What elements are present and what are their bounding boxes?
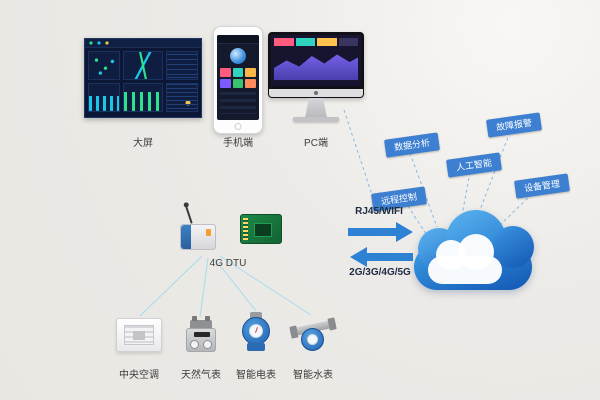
meter-face <box>249 324 263 338</box>
big-screen-label: 大屏 <box>133 138 153 149</box>
dtu-led <box>206 229 211 236</box>
dashboard-panel-lines <box>123 51 163 80</box>
electric-meter-label: 智能电表 <box>236 370 276 381</box>
monitor-base <box>293 117 339 122</box>
app-tile <box>232 68 244 77</box>
meter-head <box>242 317 270 345</box>
tag-data-analysis: 数据分析 <box>384 132 440 158</box>
gas-meter-dial <box>190 340 199 349</box>
cloud-highlight <box>428 256 502 284</box>
water-dial <box>301 328 324 351</box>
dtu-front-panel <box>181 225 191 249</box>
dashboard-panel-scatter <box>88 51 120 80</box>
antenna-icon <box>185 206 193 224</box>
downlink-arrow <box>350 247 413 267</box>
pcb-pins <box>243 218 248 240</box>
dashboard-panels <box>85 48 201 115</box>
mobile-phone <box>213 26 263 134</box>
monitor-kpi-tiles <box>271 35 361 48</box>
phone-home-button <box>234 123 242 130</box>
dashboard-panel-bars <box>88 83 120 112</box>
electric-meter-icon <box>241 312 271 352</box>
gateway-label: 4G DTU <box>209 258 247 269</box>
gas-meter-icon <box>186 316 216 352</box>
dashboard-panel-stats <box>166 83 198 112</box>
monitor-stand <box>305 98 327 118</box>
central-ac-label: 中央空调 <box>119 370 159 381</box>
wire-dtu-to-ac <box>139 255 203 317</box>
mobile-label: 手机端 <box>223 138 253 149</box>
water-meter-icon <box>289 316 337 352</box>
cloud-platform <box>410 208 538 296</box>
dashboard-panel-bars2 <box>123 83 163 112</box>
dashboard-panel-list <box>166 51 198 80</box>
phone-screen <box>217 35 259 120</box>
monitor-screen <box>271 35 361 86</box>
app-tile <box>220 68 231 77</box>
monitor-area-chart <box>274 54 358 80</box>
dash-pc-to-cloud <box>343 109 376 205</box>
big-screen-display <box>84 38 202 118</box>
phone-app-tiles <box>217 68 259 88</box>
dtu-device <box>180 206 220 254</box>
gas-meter-dial <box>203 340 212 349</box>
kpi-tile <box>274 38 294 46</box>
water-face <box>307 334 318 345</box>
pc-monitor <box>268 32 364 98</box>
ac-vent <box>124 325 154 345</box>
kpi-tile <box>338 38 358 46</box>
dash-fault-alarm <box>477 131 511 216</box>
monitor-chin <box>269 89 363 97</box>
app-tile <box>232 79 244 88</box>
dtu-body <box>180 224 216 250</box>
app-tile <box>245 79 256 88</box>
app-tile <box>245 68 256 77</box>
dashboard-titlebar <box>85 39 201 48</box>
gas-meter-label: 天然气表 <box>181 370 221 381</box>
uplink-arrow <box>348 222 413 242</box>
phone-list-rows <box>220 92 256 114</box>
tag-device-management: 设备管理 <box>514 173 570 199</box>
water-meter-label: 智能水表 <box>293 370 333 381</box>
phone-statusbar <box>217 35 259 44</box>
gas-meter-body <box>186 328 216 352</box>
tag-fault-alarm: 故障报警 <box>486 112 542 138</box>
meter-cap <box>250 312 262 320</box>
gas-meter-top <box>190 316 212 330</box>
uplink-label: RJ45/WIFI <box>355 206 403 217</box>
circuit-module <box>240 214 282 244</box>
tag-artificial-intelligence: 人工智能 <box>446 152 502 178</box>
kpi-tile <box>317 38 337 46</box>
meter-body <box>247 343 265 351</box>
central-ac-icon <box>116 318 162 352</box>
app-tile <box>220 79 231 88</box>
kpi-tile <box>295 38 315 46</box>
pcb-chip <box>254 223 272 237</box>
pc-label: PC端 <box>304 138 328 149</box>
phone-app-logo <box>230 48 246 64</box>
downlink-label: 2G/3G/4G/5G <box>349 267 411 278</box>
gas-meter-window <box>194 332 210 337</box>
